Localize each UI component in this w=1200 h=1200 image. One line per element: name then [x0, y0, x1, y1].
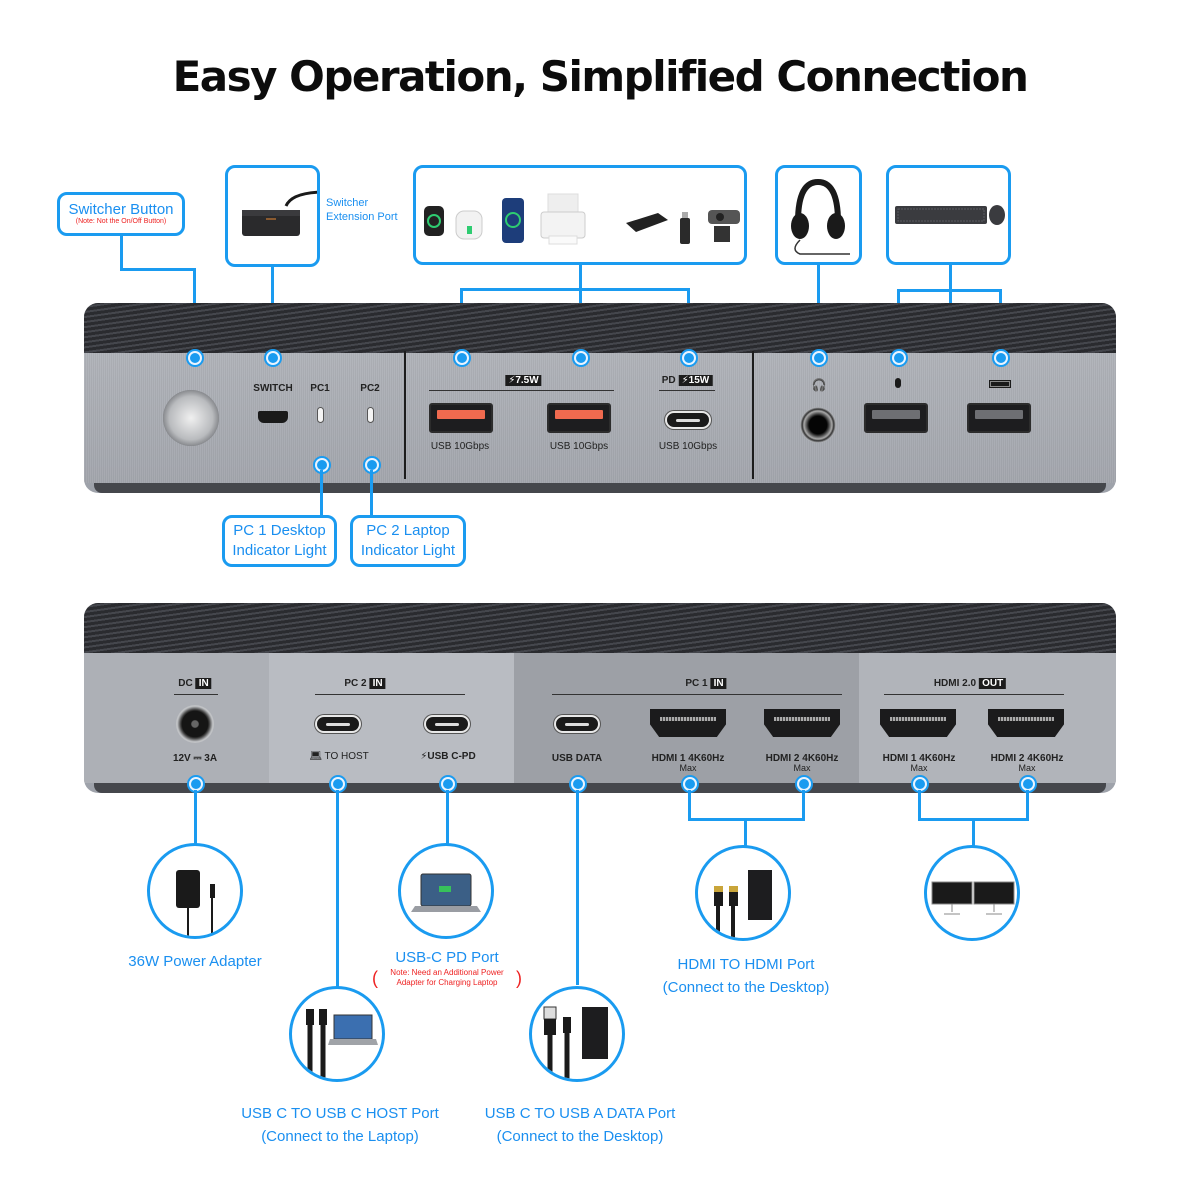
- dc-in-badge: IN: [195, 678, 212, 689]
- usb-c-pd-callout-label: USB-C PD Port: [395, 949, 499, 966]
- switch-puck-icon: [242, 190, 327, 236]
- keyboard-icon: [989, 380, 1011, 391]
- usb-c-pd-port[interactable]: [424, 715, 470, 733]
- earbuds-icon: [455, 210, 483, 240]
- usb-devices-icons: [424, 193, 740, 245]
- external-drive-icon: [626, 213, 668, 232]
- hdmi-in-1-port[interactable]: [650, 709, 726, 737]
- headset-icon: 🎧: [811, 378, 827, 392]
- usb-c-port-front-label: USB 10Gbps: [658, 441, 718, 452]
- switcher-button-label: Switcher Button: [68, 201, 174, 218]
- hdmi-cable-desktop-icon: [695, 845, 791, 941]
- pc2-in-label: PC 2: [344, 678, 367, 689]
- hdmi-out-1-port[interactable]: [880, 709, 956, 737]
- usb-a-data-callout-label: USB C TO USB A DATA Port (Connect to the…: [484, 1105, 676, 1145]
- usb-data-port[interactable]: [554, 715, 600, 733]
- usb-a-port-1-label: USB 10Gbps: [430, 441, 490, 452]
- switch-label: SWITCH: [253, 383, 293, 394]
- usb-c-cable-laptop-icon: [289, 986, 385, 1082]
- switcher-extension-callout: [225, 165, 327, 267]
- switcher-button[interactable]: [163, 390, 219, 446]
- usb-c-host-callout-label: USB C TO USB C HOST Port (Connect to the…: [241, 1105, 439, 1145]
- usb-a-port-2[interactable]: [547, 403, 611, 433]
- pc1-light-callout: PC 1 Desktop Indicator Light: [222, 515, 337, 567]
- lightning-icon: ⚡︎: [420, 751, 428, 762]
- hdmi-out-badge: OUT: [979, 678, 1007, 689]
- pc1-light-line1: PC 1 Desktop: [233, 522, 326, 539]
- smartphone-icon: [502, 198, 524, 243]
- hdmi-to-hdmi-label: HDMI TO HDMI Port (Connect to the Deskto…: [662, 956, 830, 996]
- power-15w-badge: ⚡15W: [678, 375, 713, 386]
- front-panel-device: SWITCH PC1 PC2 ⚡7.5W USB 10Gbps USB 10Gb…: [84, 303, 1116, 493]
- mouse-icon: [895, 378, 901, 391]
- dual-monitor-icon: [924, 845, 1020, 941]
- heatsink-fins: [84, 603, 1116, 653]
- smartwatch-icon: [424, 206, 444, 236]
- switcher-button-callout: Switcher Button (Note: Not the On/Off Bu…: [57, 192, 185, 236]
- usb-a-cable-desktop-icon: [529, 986, 625, 1082]
- hdmi-out-header: HDMI 2.0: [933, 678, 977, 689]
- dc-label: DC: [178, 678, 193, 689]
- laptop-icon: 💻︎: [309, 751, 325, 762]
- usb-a-port-2-label: USB 10Gbps: [549, 441, 609, 452]
- mouse-icon: [989, 205, 1005, 225]
- usb-c-pd-note: ( Note: Need an Additional Power Adapter…: [372, 968, 522, 988]
- keyboard-mouse-icons: [895, 205, 1005, 225]
- usb-a-mouse-port[interactable]: [864, 403, 928, 433]
- to-host-label: 💻︎ TO HOST: [309, 751, 369, 762]
- usb-a-keyboard-port[interactable]: [967, 403, 1031, 433]
- pc1-in-label: PC 1: [685, 678, 708, 689]
- audio-callout: [775, 165, 862, 265]
- pc2-light-line2: Indicator Light: [360, 542, 456, 559]
- hdmi-out-2-port[interactable]: [988, 709, 1064, 737]
- keyboard-icon: [895, 206, 987, 224]
- switcher-button-note: (Note: Not the On/Off Button): [75, 218, 167, 225]
- pc1-label: PC1: [310, 383, 330, 394]
- usb-a-port-1[interactable]: [429, 403, 493, 433]
- usb-c-host-port[interactable]: [315, 715, 361, 733]
- power-adapter-label: 36W Power Adapter: [128, 953, 262, 970]
- pc2-light-line1: PC 2 Laptop: [366, 522, 450, 539]
- pc1-indicator-light: [317, 407, 324, 423]
- usb-stick-icon: [680, 212, 690, 244]
- dc-in-jack[interactable]: [176, 705, 214, 743]
- pc2-in-badge: IN: [369, 678, 386, 689]
- usb-devices-callout: [413, 165, 747, 265]
- power-adapter-icon: [147, 843, 243, 939]
- printer-icon: [540, 193, 586, 245]
- pd-label: PD: [661, 375, 676, 386]
- dc-spec-label: 12V ⎓ 3A: [172, 753, 218, 764]
- pc2-light-callout: PC 2 Laptop Indicator Light: [350, 515, 466, 567]
- pc2-label: PC2: [360, 383, 380, 394]
- usb-data-label: USB DATA: [551, 753, 603, 764]
- pc1-in-badge: IN: [710, 678, 727, 689]
- usb-c-pd-label: ⚡︎USB C-PD: [420, 751, 476, 762]
- switch-extension-port[interactable]: [258, 411, 288, 423]
- pc2-indicator-light: [367, 407, 374, 423]
- page-title: Easy Operation, Simplified Connection: [172, 52, 1029, 101]
- power-7-5w-badge: ⚡7.5W: [505, 375, 542, 386]
- audio-jack[interactable]: [800, 407, 836, 443]
- keyboard-mouse-callout: [886, 165, 1011, 265]
- webcam-icon: [708, 210, 740, 242]
- switcher-extension-label: Switcher Extension Port: [326, 197, 398, 223]
- heatsink-fins: [84, 303, 1116, 353]
- usb-c-port-front[interactable]: [665, 411, 711, 429]
- pc1-light-line2: Indicator Light: [232, 542, 327, 559]
- laptop-charging-icon: [398, 843, 494, 939]
- headphones-icon: [791, 178, 850, 255]
- hdmi-in-2-port[interactable]: [764, 709, 840, 737]
